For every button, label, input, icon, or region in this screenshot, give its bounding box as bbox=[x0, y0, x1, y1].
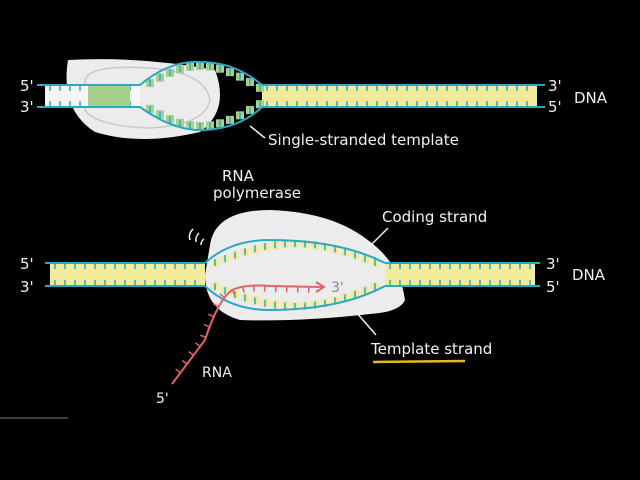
bottom-right-3prime: 3' bbox=[546, 255, 560, 273]
bottom-right-5prime: 5' bbox=[546, 278, 560, 296]
bottom-dna-label: DNA bbox=[572, 266, 606, 284]
rna-base-tick bbox=[242, 286, 245, 293]
bottom-left-3prime: 3' bbox=[20, 278, 34, 296]
polymerase-inner-outline bbox=[84, 66, 211, 129]
polymerase-label-line2: polymerase bbox=[213, 184, 301, 202]
rna-base-tick bbox=[188, 351, 195, 356]
bottom-base-pairs bbox=[50, 240, 535, 310]
rna-base-tick bbox=[219, 293, 226, 299]
bottom-diagram: 3' RNA polymerase Coding strand Template… bbox=[20, 167, 606, 407]
base-pair-fill bbox=[50, 263, 205, 286]
rna-base-tick bbox=[213, 303, 220, 308]
top-dna-label: DNA bbox=[574, 89, 608, 107]
template-strand-label: Template strand bbox=[370, 340, 492, 358]
template-highlight-underline bbox=[372, 359, 466, 364]
rna-base-tick bbox=[208, 313, 215, 318]
top-diagram: 5' 3' 3' 5' DNA Single-stranded template bbox=[20, 59, 608, 149]
rna-bases bbox=[175, 285, 310, 374]
top-right-3prime: 3' bbox=[548, 77, 562, 95]
rna-arrowhead bbox=[315, 281, 326, 293]
polymerase-label-line1: RNA bbox=[222, 167, 255, 185]
base-pair-fill bbox=[262, 85, 537, 107]
top-base-pairs bbox=[45, 62, 537, 130]
rna-base-tick bbox=[200, 334, 207, 338]
rna-3prime-end: 3' bbox=[331, 280, 344, 296]
bottom-left-5prime: 5' bbox=[20, 255, 34, 273]
top-bubble-lower-strand bbox=[139, 106, 263, 132]
coding-strand-bubble bbox=[204, 238, 386, 264]
rna-strand bbox=[171, 284, 323, 385]
base-pair-green bbox=[88, 85, 130, 107]
single-stranded-template-label: Single-stranded template bbox=[268, 131, 459, 149]
rna-base-tick bbox=[175, 368, 181, 374]
top-left-3prime: 3' bbox=[20, 98, 34, 116]
top-right-5prime: 5' bbox=[548, 98, 562, 116]
top-bubble-upper-strand bbox=[139, 60, 263, 86]
rna-base-tick bbox=[181, 359, 188, 365]
base-pair-fill bbox=[385, 263, 535, 286]
motion-marks bbox=[188, 228, 205, 246]
top-left-5prime: 5' bbox=[20, 77, 34, 95]
template-pointer-line bbox=[249, 125, 266, 139]
rna-base-tick bbox=[203, 323, 210, 328]
template-pointer-line-bottom bbox=[355, 311, 377, 336]
rna-base-tick bbox=[194, 342, 201, 347]
coding-strand-label: Coding strand bbox=[382, 208, 487, 226]
rna-base-tick bbox=[231, 289, 236, 296]
rna-label: RNA bbox=[202, 365, 232, 381]
coding-pointer-line bbox=[365, 227, 389, 251]
rna-5prime-end: 5' bbox=[156, 391, 169, 407]
